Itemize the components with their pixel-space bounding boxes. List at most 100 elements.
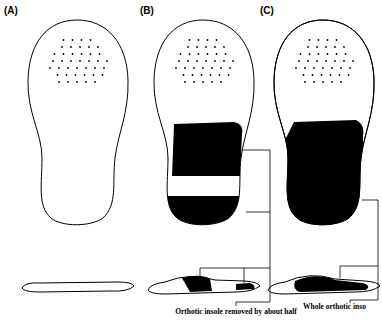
perforation-dot [90,53,92,55]
perforation-dot [340,81,342,83]
perforation-dot [223,60,225,62]
perforation-dot [300,53,302,55]
perforation-dot [67,81,69,83]
perforation-dot [175,67,177,69]
perforation-dot [330,74,332,76]
perforation-dot [307,46,309,48]
perforation-dot [207,53,209,55]
perforation-dot [331,81,333,83]
perforation-dot [321,74,323,76]
perforation-dot [193,81,195,83]
perforation-dot [97,60,99,62]
perforation-dot [339,74,341,76]
perforation-dot [207,39,209,41]
caption-note: Whole orthotic inso [302,303,367,311]
perforation-dot [184,67,186,69]
panel-label: (C) [260,6,274,16]
perforation-dot [85,67,87,69]
perforation-dot [192,74,194,76]
perforation-dot [201,74,203,76]
panel-label: (A) [4,6,18,16]
perforation-dot [205,46,207,48]
insole-a [28,20,128,225]
perforation-dot [196,60,198,62]
perforation-dot [210,74,212,76]
perforation-dot [309,53,311,55]
perforation-dot [66,74,68,76]
perforation-dot [220,81,222,83]
perforation-dot [79,60,81,62]
perforation-dot [84,74,86,76]
perforation-dot [76,67,78,69]
perforation-dot [325,60,327,62]
perforation-dot [343,60,345,62]
perforation-dot [322,67,324,69]
panel-label: (B) [140,6,154,16]
perforation-dot [345,53,347,55]
perforation-dot [72,53,74,55]
perforation-dot [336,39,338,41]
perforation-dot [214,46,216,48]
perforation-dot [189,39,191,41]
perforation-dot [94,67,96,69]
perforation-dot [81,39,83,41]
perforation-dot [183,74,185,76]
perforation-dot [193,67,195,69]
caption-note: Orthotic insole removed by about half [174,308,298,316]
perforation-dot [214,60,216,62]
perforation-dot [313,81,315,83]
perforation-dot [205,60,207,62]
perforation-dot [67,67,69,69]
perforation-dot [93,74,95,76]
perforation-dot [334,60,336,62]
perforation-dot [223,46,225,48]
perforation-dot [76,81,78,83]
perforation-dot [220,67,222,69]
perforation-dot [97,46,99,48]
perforation-dot [352,60,354,62]
leader-lines [200,150,378,306]
perforation-dot [327,39,329,41]
perforation-dot [309,39,311,41]
insole-c [274,20,374,233]
perforation-dot [336,53,338,55]
perforation-dot [196,46,198,48]
insole-b [154,20,254,231]
perforation-dot [54,53,56,55]
perforation-dot [202,81,204,83]
perforation-dot [295,67,297,69]
perforation-dot [307,60,309,62]
perforation-dot [106,60,108,62]
perforation-dot [61,60,63,62]
perforation-dot [88,60,90,62]
perforation-dot [75,74,77,76]
perforation-dot [318,39,320,41]
perforation-dot [316,60,318,62]
perforation-dot [187,46,189,48]
perforation-dot [211,67,213,69]
perforation-dot [304,67,306,69]
perforation-dot [184,81,186,83]
perforation-dot [79,46,81,48]
perforation-dot [58,67,60,69]
perforation-dot [316,46,318,48]
perforation-dot [313,67,315,69]
side-profile-c [268,276,380,294]
perforation-dot [52,60,54,62]
perforation-dot [99,53,101,55]
perforation-dot [318,53,320,55]
perforation-dot [202,67,204,69]
perforation-dot [219,74,221,76]
perforation-dot [88,46,90,48]
perforation-dot [70,60,72,62]
perforation-dot [303,74,305,76]
perforation-dot [340,67,342,69]
perforation-dot [325,46,327,48]
perforation-dot [327,53,329,55]
perforation-dot [322,81,324,83]
perforation-dot [198,39,200,41]
perforation-dot [187,60,189,62]
perforation-dot [331,67,333,69]
perforation-dot [94,81,96,83]
perforation-dot [348,74,350,76]
